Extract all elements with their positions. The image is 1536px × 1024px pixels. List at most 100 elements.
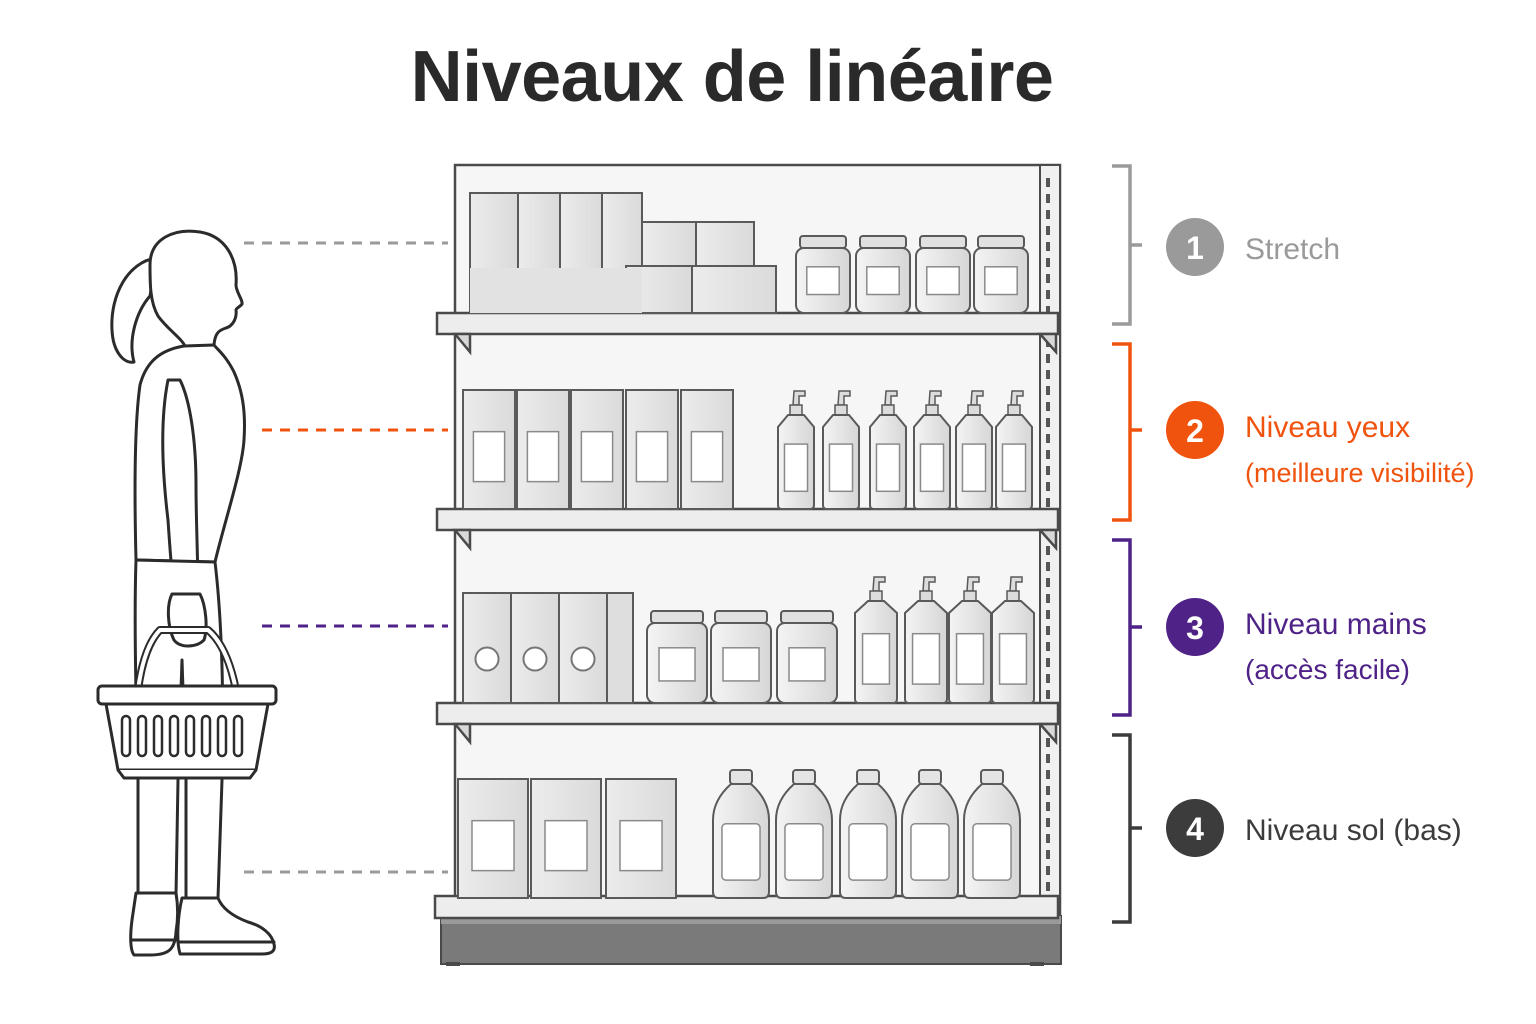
upright-slot: [1046, 450, 1050, 459]
level-2-badge: [1166, 401, 1224, 459]
upright-slot: [1046, 882, 1050, 891]
jar-group: [646, 610, 838, 704]
product-box: [691, 265, 777, 314]
level-1-label: Stretch: [1245, 233, 1340, 266]
level-1-badge: [1166, 218, 1224, 276]
upright-slot: [1046, 194, 1050, 203]
shelf-boards: [433, 311, 1060, 920]
product-box: [641, 221, 697, 267]
upright-slot: [1046, 578, 1050, 587]
shelf-4-products: [457, 769, 1021, 899]
upright-slot: [1046, 850, 1050, 859]
shelf-3-products: [462, 576, 1035, 704]
shopper-figure: [110, 229, 276, 957]
box-group: [457, 778, 677, 899]
upright-slot: [1046, 466, 1050, 475]
ponytail: [110, 256, 158, 364]
product-box: [558, 592, 608, 704]
shelf-1-products: [469, 192, 1029, 314]
product-box: [695, 221, 755, 267]
right-shoe: [176, 896, 276, 956]
level-legend: 1 Stretch 2 Niveau yeux (meilleure visib…: [1112, 164, 1475, 924]
level-4-badge: [1166, 799, 1224, 857]
upright-slot: [1046, 370, 1050, 379]
level-3-label: Niveau mains: [1245, 608, 1427, 641]
jar-group: [795, 235, 1029, 314]
product-pump-bottle: [995, 390, 1033, 510]
product-pump-bottle: [904, 576, 948, 704]
product-pump-bottle: [822, 390, 860, 510]
product-box: [516, 389, 570, 510]
shelf-board-2: [435, 507, 1060, 552]
level-1: 1 Stretch: [1112, 164, 1340, 326]
product-box: [510, 592, 560, 704]
shelf-board-4: [433, 894, 1060, 920]
product-pump-bottle: [913, 390, 951, 510]
page-title: Niveaux de linéaire: [410, 37, 1054, 117]
upright-slot: [1046, 658, 1050, 667]
upright-slot: [1046, 594, 1050, 603]
bracket-level-3: [1112, 538, 1142, 717]
shopping-basket-icon: [96, 626, 278, 780]
level-2: 2 Niveau yeux (meilleure visibilité): [1112, 342, 1475, 522]
upright-slot: [1046, 770, 1050, 779]
upright-slot: [1046, 226, 1050, 235]
upright-slot: [1046, 210, 1050, 219]
upright-slot: [1046, 242, 1050, 251]
pump-bottle-group: [854, 576, 1035, 704]
product-box: [680, 389, 734, 510]
product-jug: [712, 769, 770, 899]
level-3: 3 Niveau mains (accès facile): [1112, 538, 1427, 717]
product-box: [457, 778, 529, 899]
product-jar: [915, 235, 971, 314]
shelf-board-3: [435, 701, 1060, 746]
upright-slot: [1046, 178, 1050, 187]
bracket-level-4: [1112, 733, 1142, 924]
hand: [166, 592, 208, 648]
pump-bottle-group: [777, 390, 1033, 510]
product-pump-bottle: [854, 576, 898, 704]
product-pump-bottle: [948, 576, 992, 704]
upright-slot: [1046, 402, 1050, 411]
product-box: [462, 592, 512, 704]
box-group: [462, 389, 734, 510]
product-pump-bottle: [869, 390, 907, 510]
product-jar: [776, 610, 838, 704]
product-jar: [973, 235, 1029, 314]
product-box: [462, 389, 516, 510]
upright-slot: [1046, 674, 1050, 683]
level-1-number: 1: [1186, 230, 1204, 266]
product-jug: [839, 769, 897, 899]
product-box: [530, 778, 602, 899]
upright-slot: [1046, 754, 1050, 763]
upright-slot: [1046, 642, 1050, 651]
product-box: [625, 389, 679, 510]
upright-slot: [1046, 818, 1050, 827]
product-jar: [855, 235, 911, 314]
level-2-number: 2: [1186, 413, 1204, 449]
level-4-number: 4: [1186, 811, 1204, 847]
upright-slot: [1046, 290, 1050, 299]
upright-slot: [1046, 498, 1050, 507]
product-pump-bottle: [991, 576, 1035, 704]
upright-slot: [1046, 562, 1050, 571]
upright-slot: [1046, 546, 1050, 555]
upright-slot: [1046, 386, 1050, 395]
shelving-unit: [433, 163, 1062, 966]
jug-group: [712, 769, 1021, 899]
product-box: [570, 389, 624, 510]
product-jug: [963, 769, 1021, 899]
upright-slot: [1046, 834, 1050, 843]
head: [148, 229, 244, 350]
upright-slot: [1046, 626, 1050, 635]
upright-slot: [1046, 738, 1050, 747]
level-2-label: Niveau yeux: [1245, 411, 1410, 444]
upright-slot: [1046, 866, 1050, 875]
product-jar: [646, 610, 708, 704]
bracket-level-2: [1112, 342, 1142, 522]
box-group: [462, 592, 634, 704]
level-connectors: [244, 241, 448, 874]
bracket-level-1: [1112, 164, 1142, 326]
product-jar: [710, 610, 772, 704]
